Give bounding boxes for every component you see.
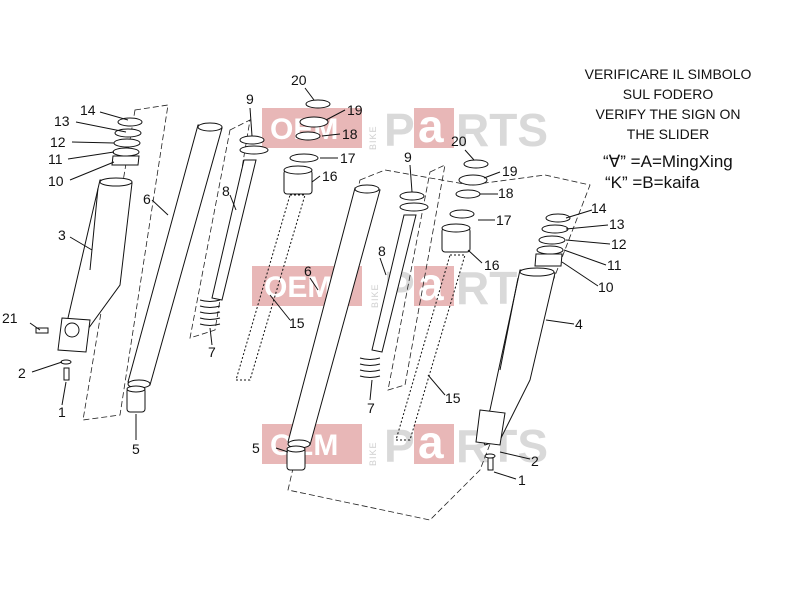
label-right-5: 5 — [252, 440, 260, 456]
label-left-18: 18 — [342, 126, 358, 142]
right-piston — [286, 445, 306, 471]
leader-lines — [29, 87, 611, 480]
label-right-14: 14 — [591, 200, 607, 216]
label-left-7: 7 — [208, 344, 216, 360]
note-line-2: SUL FODERO — [623, 86, 714, 102]
watermark-a-text: a — [418, 416, 444, 468]
label-right-4: 4 — [575, 316, 583, 332]
label-right-2: 2 — [531, 453, 539, 469]
label-left-16: 16 — [322, 168, 338, 184]
watermark-a-text: a — [418, 100, 444, 152]
label-left-1: 1 — [58, 404, 66, 420]
left-slider — [57, 177, 133, 353]
right-main-spring — [395, 254, 466, 441]
label-right-10: 10 — [598, 279, 614, 295]
assembly-box-left-leg — [82, 104, 169, 421]
right-damper-rod — [371, 191, 429, 353]
label-right-8: 8 — [378, 243, 386, 259]
label-right-9: 9 — [404, 149, 412, 165]
label-right-17: 17 — [496, 212, 512, 228]
label-right-1: 1 — [518, 472, 526, 488]
label-left-19: 19 — [347, 102, 363, 118]
left-piston — [126, 385, 146, 413]
label-right-15: 15 — [445, 390, 461, 406]
label-left-14: 14 — [80, 102, 96, 118]
note-code-a: “∀” =A=MingXing — [603, 152, 733, 171]
left-screws — [35, 327, 72, 381]
label-left-15: 15 — [289, 315, 305, 331]
label-left-3: 3 — [58, 227, 66, 243]
watermark-p-text: P — [384, 104, 415, 156]
right-slider — [475, 267, 556, 446]
watermark-bike-text: BIKE — [368, 441, 378, 466]
assembly-box-right-damper — [387, 164, 446, 391]
watermark-a-text: a — [418, 258, 444, 310]
label-left-10: 10 — [48, 173, 64, 189]
part-labels-left: 14 13 12 11 10 3 21 2 1 6 5 7 8 9 15 16 … — [2, 72, 363, 457]
assembly-box-right-leg — [287, 169, 591, 521]
label-right-12: 12 — [611, 236, 627, 252]
right-small-spring — [359, 357, 381, 378]
right-inner-tube — [287, 184, 381, 449]
label-left-17: 17 — [340, 150, 356, 166]
note-line-3: VERIFY THE SIGN ON — [596, 106, 741, 122]
label-left-12: 12 — [50, 134, 66, 150]
left-small-spring — [199, 299, 221, 326]
assembly-box-left-damper — [189, 119, 251, 339]
label-right-20: 20 — [451, 133, 467, 149]
label-left-5: 5 — [132, 441, 140, 457]
watermark-bike-text: BIKE — [370, 283, 380, 308]
label-left-21: 21 — [2, 310, 18, 326]
label-right-18: 18 — [498, 185, 514, 201]
watermark-top: OEM BIKE P a RTS — [262, 100, 548, 156]
label-left-8: 8 — [222, 183, 230, 199]
left-damper-rod — [211, 135, 269, 301]
left-top-parts — [283, 99, 331, 195]
label-right-19: 19 — [502, 163, 518, 179]
label-right-11: 11 — [607, 257, 622, 273]
note-line-1: VERIFICARE IL SIMBOLO — [585, 66, 752, 82]
label-left-6: 6 — [143, 191, 151, 207]
label-left-9: 9 — [246, 91, 254, 107]
label-left-2: 2 — [18, 365, 26, 381]
note-line-4: THE SLIDER — [627, 126, 709, 142]
left-cap-stack — [111, 117, 143, 166]
label-left-11: 11 — [48, 151, 63, 167]
label-left-20: 20 — [291, 72, 307, 88]
right-screw — [484, 453, 496, 471]
watermark-bike-text: BIKE — [368, 125, 378, 150]
watermark-p-text: P — [384, 420, 415, 472]
left-main-spring — [235, 194, 306, 381]
verify-note: VERIFICARE IL SIMBOLO SUL FODERO VERIFY … — [585, 66, 752, 192]
note-code-k: “K” =B=kaifa — [605, 173, 700, 192]
label-right-13: 13 — [609, 216, 625, 232]
watermark-rts-text: RTS — [456, 104, 548, 156]
part-labels-right: 6 5 7 8 9 15 16 17 18 19 20 14 13 12 11 … — [252, 133, 627, 488]
watermark-oem-text: OEM — [264, 271, 332, 304]
label-right-7: 7 — [367, 400, 375, 416]
right-top-parts — [441, 159, 489, 253]
right-cap-stack — [534, 213, 571, 267]
label-right-16: 16 — [484, 257, 500, 273]
label-right-6: 6 — [304, 263, 312, 279]
label-left-13: 13 — [54, 113, 70, 129]
